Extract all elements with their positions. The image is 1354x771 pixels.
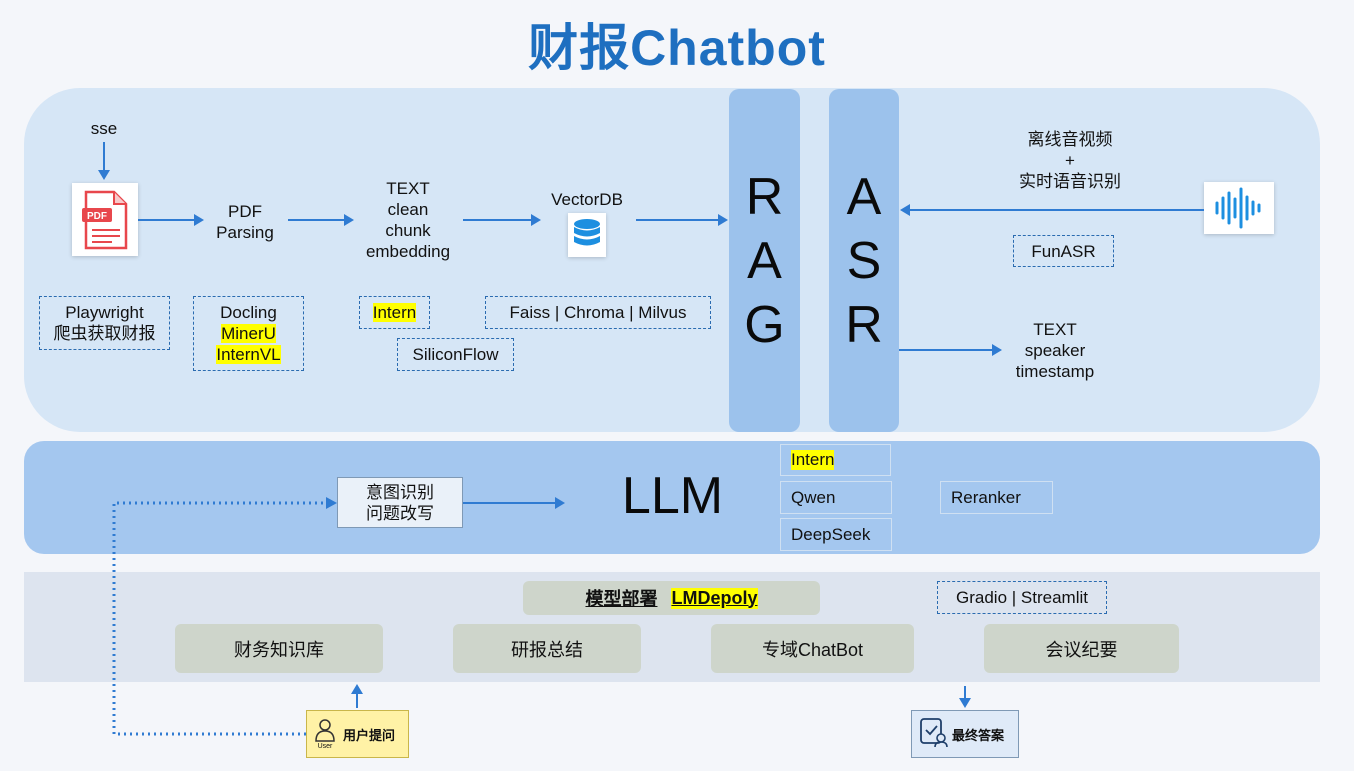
text-processing-label: TEXT clean chunk embedding (365, 179, 451, 261)
vector-stores-box: Faiss | Chroma | Milvus (485, 296, 711, 329)
app-domain-chatbot[interactable]: 专域ChatBot (711, 624, 914, 673)
llm-panel (24, 441, 1320, 554)
asr-letter-a: A (846, 167, 882, 226)
asr-output-label: TEXT speaker timestamp (1015, 320, 1095, 381)
docling-label: Docling (220, 303, 277, 322)
svg-text:PDF: PDF (87, 211, 107, 222)
user-question-box[interactable]: User 用户提问 (306, 710, 409, 758)
asr-letter-s: S (846, 231, 882, 290)
arrow-asr-to-output (899, 344, 1002, 356)
arrow-apps-to-answer (959, 686, 971, 708)
model-intern-box: Intern (780, 444, 891, 476)
rag-bar: R A G (729, 89, 800, 432)
rag-letter-a: A (747, 231, 782, 290)
app-finance-kb[interactable]: 财务知识库 (175, 624, 383, 673)
lmdeploy-label: LMDepoly (671, 587, 758, 609)
asr-input-label: 离线音视频 + 实时语音识别 (1019, 130, 1121, 191)
audio-wave-icon (1204, 182, 1274, 234)
intern-embed-box: Intern (359, 296, 430, 329)
mineru-label: MinerU (221, 324, 276, 343)
arrow-user-to-apps (351, 684, 363, 708)
intent-rewrite-box: 意图识别 问题改写 (337, 477, 463, 528)
parser-tools-box: Docling MinerU InternVL (193, 296, 304, 371)
answer-check-icon (918, 716, 948, 753)
app-meeting-minutes[interactable]: 会议纪要 (984, 624, 1179, 673)
model-deploy-label: 模型部署 (585, 589, 658, 609)
arrow-vectordb-to-rag (636, 214, 728, 226)
pdf-parsing-label: PDF Parsing (216, 202, 274, 242)
app-research-summary[interactable]: 研报总结 (453, 624, 641, 673)
final-answer-box: 最终答案 (911, 710, 1019, 758)
asr-bar: A S R (829, 89, 899, 432)
model-deepseek-box: DeepSeek (780, 518, 892, 551)
model-intern-label: Intern (791, 450, 835, 470)
intern-embed-label: Intern (372, 303, 417, 322)
final-answer-label: 最终答案 (952, 727, 1005, 743)
vectordb-label: VectorDB (551, 190, 623, 209)
sse-label: sse (90, 119, 118, 138)
sse-arrow (98, 142, 110, 180)
llm-label: LLM (621, 467, 724, 525)
pdf-icon: PDF (72, 183, 138, 256)
ui-framework-box: Gradio | Streamlit (937, 581, 1107, 614)
arrow-intent-to-llm (463, 497, 565, 509)
rag-letter-g: G (744, 295, 785, 354)
page-title: 财报Chatbot (528, 20, 826, 76)
asr-letter-r: R (845, 295, 883, 354)
database-icon (568, 213, 606, 257)
funasr-box: FunASR (1013, 235, 1114, 267)
arrow-audio-to-asr (900, 204, 1204, 216)
user-question-label: 用户提问 (343, 727, 396, 743)
user-caption: User (317, 743, 333, 750)
playwright-box: Playwright 爬虫获取财报 (39, 296, 170, 350)
model-deploy-box: 模型部署 LMDepoly (523, 581, 820, 615)
user-icon: User (313, 717, 337, 751)
reranker-box: Reranker (940, 481, 1053, 514)
rag-letter-r: R (745, 167, 784, 226)
siliconflow-box: SiliconFlow (397, 338, 514, 371)
ingestion-panel (24, 88, 1320, 432)
arrow-text-to-vectordb (463, 214, 541, 226)
arrow-parsing-to-text (288, 214, 354, 226)
arrow-pdf-to-parsing (138, 214, 204, 226)
internvl-label: InternVL (216, 345, 281, 364)
model-qwen-box: Qwen (780, 481, 892, 514)
